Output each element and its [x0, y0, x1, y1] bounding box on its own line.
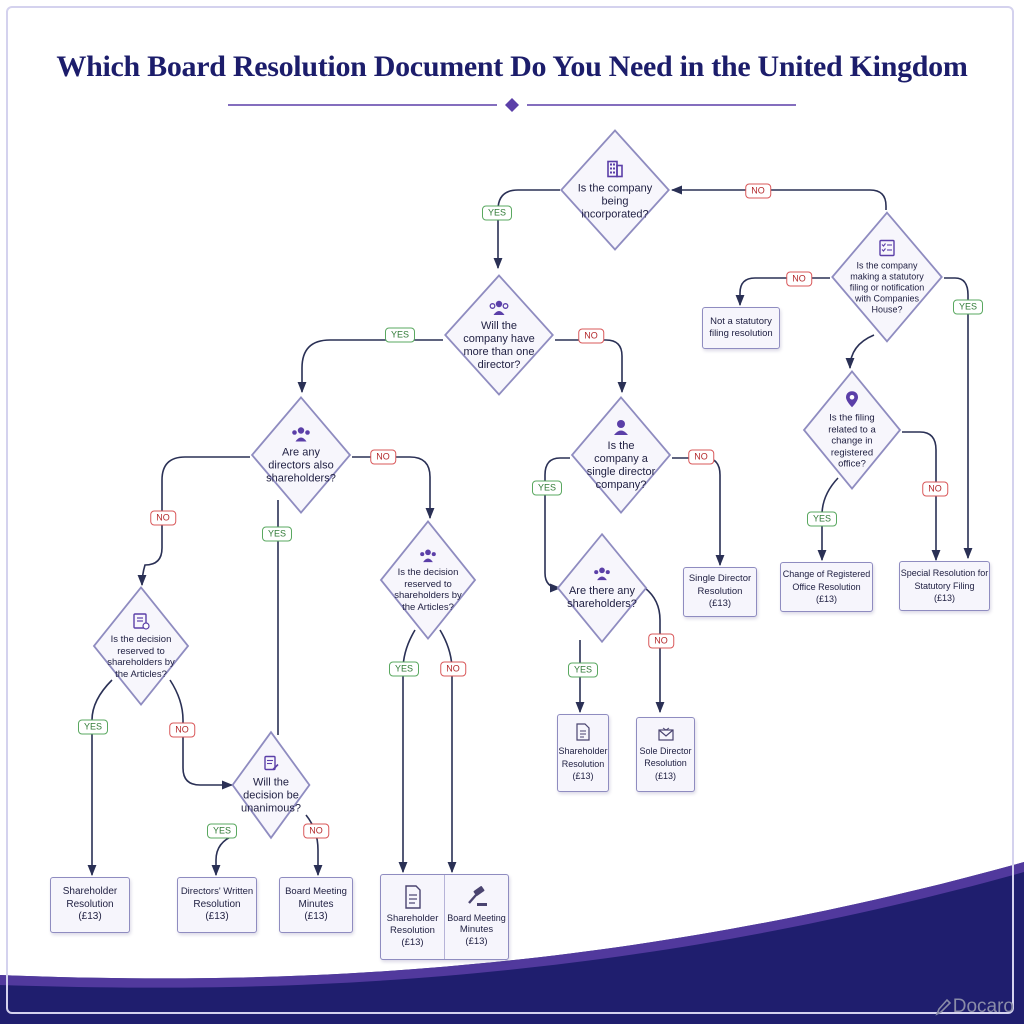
yes-badge: YES	[531, 480, 563, 496]
yes-badge: YES	[77, 719, 109, 735]
people-group-icon	[292, 427, 310, 442]
decision-incorporated: Is the company being incorporated?	[559, 128, 671, 252]
no-badge: NO	[922, 481, 948, 497]
gavel-icon	[467, 886, 487, 906]
decision-any-shareholders: Are there any shareholders?	[556, 532, 648, 644]
title-divider	[228, 98, 796, 112]
outcome-shareholder-resolution-combined[interactable]: Shareholder Resolution (£13)	[381, 875, 444, 959]
decision-unanimous: Will the decision be unanimous?	[231, 730, 311, 840]
decision-registered-office: Is the filing related to a change in reg…	[802, 369, 902, 491]
decision-more-directors: Will the company have more than one dire…	[443, 273, 555, 397]
pen-icon	[935, 998, 951, 1016]
outcome-change-registered-office[interactable]: Change of Registered Office Resolution (…	[780, 562, 873, 612]
yes-badge: YES	[384, 327, 416, 343]
no-badge: NO	[745, 183, 771, 199]
outcome-not-statutory-filing[interactable]: Not a statutory filing resolution	[702, 307, 780, 349]
brand-name: Docaro	[952, 996, 1014, 1017]
yes-badge: YES	[206, 823, 238, 839]
checklist-icon	[133, 613, 150, 630]
yes-badge: YES	[481, 205, 513, 221]
outcome-single-director-resolution[interactable]: Single Director Resolution (£13)	[683, 567, 757, 617]
question-text: Is the filing related to a change in reg…	[828, 412, 876, 470]
question-text: Will the company have more than one dire…	[463, 320, 535, 371]
document-pen-icon	[264, 755, 279, 771]
person-icon	[614, 420, 628, 435]
outcome-board-meeting-minutes-left[interactable]: Board Meeting Minutes (£13)	[279, 877, 353, 933]
page-frame	[6, 6, 1014, 1014]
no-badge: NO	[150, 510, 176, 526]
outcome-shareholder-resolution-right[interactable]: Shareholder Resolution (£13)	[557, 714, 609, 792]
outcome-sole-director-resolution[interactable]: Sole Director Resolution (£13)	[636, 717, 695, 792]
question-text: Is the company being incorporated?	[577, 182, 653, 221]
brand-logo: Docaro	[935, 996, 1014, 1018]
no-badge: NO	[786, 271, 812, 287]
checklist-icon	[879, 239, 895, 257]
decision-directors-shareholders: Are any directors also shareholders?	[250, 395, 352, 515]
decision-reserved-left: Is the decision reserved to shareholders…	[92, 585, 190, 707]
no-badge: NO	[648, 633, 674, 649]
location-pin-icon	[846, 391, 858, 408]
question-text: Are there any shareholders?	[567, 585, 637, 610]
decision-reserved-mid: Is the decision reserved to shareholders…	[379, 519, 477, 641]
yes-badge: YES	[388, 661, 420, 677]
outcome-board-meeting-minutes-combined[interactable]: Board Meeting Minutes (£13)	[444, 875, 508, 959]
outcome-special-resolution-statutory[interactable]: Special Resolution for Statutory Filing …	[899, 561, 990, 611]
decision-statutory-filing: Is the company making a statutory filing…	[830, 210, 944, 344]
outcome-directors-written-resolution[interactable]: Directors' Written Resolution (£13)	[177, 877, 257, 933]
page-title: Which Board Resolution Document Do You N…	[56, 50, 968, 83]
question-text: Is the decision reserved to shareholders…	[107, 634, 175, 680]
question-text: Is the company making a statutory filing…	[849, 260, 925, 315]
building-icon	[607, 160, 623, 178]
envelope-icon	[657, 727, 674, 741]
no-badge: NO	[303, 823, 329, 839]
yes-badge: YES	[952, 299, 984, 315]
outcome-combined-documents: Shareholder Resolution (£13) Board Meeti…	[380, 874, 509, 960]
question-text: Is the decision reserved to shareholders…	[394, 567, 462, 613]
no-badge: NO	[578, 328, 604, 344]
no-badge: NO	[169, 722, 195, 738]
question-text: Is the company a single director company…	[586, 440, 656, 491]
no-badge: NO	[370, 449, 396, 465]
document-icon	[404, 885, 421, 909]
outcome-shareholder-resolution-left[interactable]: Shareholder Resolution (£13)	[50, 877, 130, 933]
yes-badge: YES	[806, 511, 838, 527]
people-group-icon	[594, 567, 610, 581]
question-text: Will the decision be unanimous?	[241, 776, 301, 815]
no-badge: NO	[440, 661, 466, 677]
people-group-icon	[420, 549, 436, 563]
yes-badge: YES	[261, 526, 293, 542]
decision-single-director: Is the company a single director company…	[570, 395, 672, 515]
yes-badge: YES	[567, 662, 599, 678]
no-badge: NO	[688, 449, 714, 465]
question-text: Are any directors also shareholders?	[266, 446, 336, 485]
document-icon	[576, 723, 590, 741]
people-group-icon	[489, 300, 509, 315]
